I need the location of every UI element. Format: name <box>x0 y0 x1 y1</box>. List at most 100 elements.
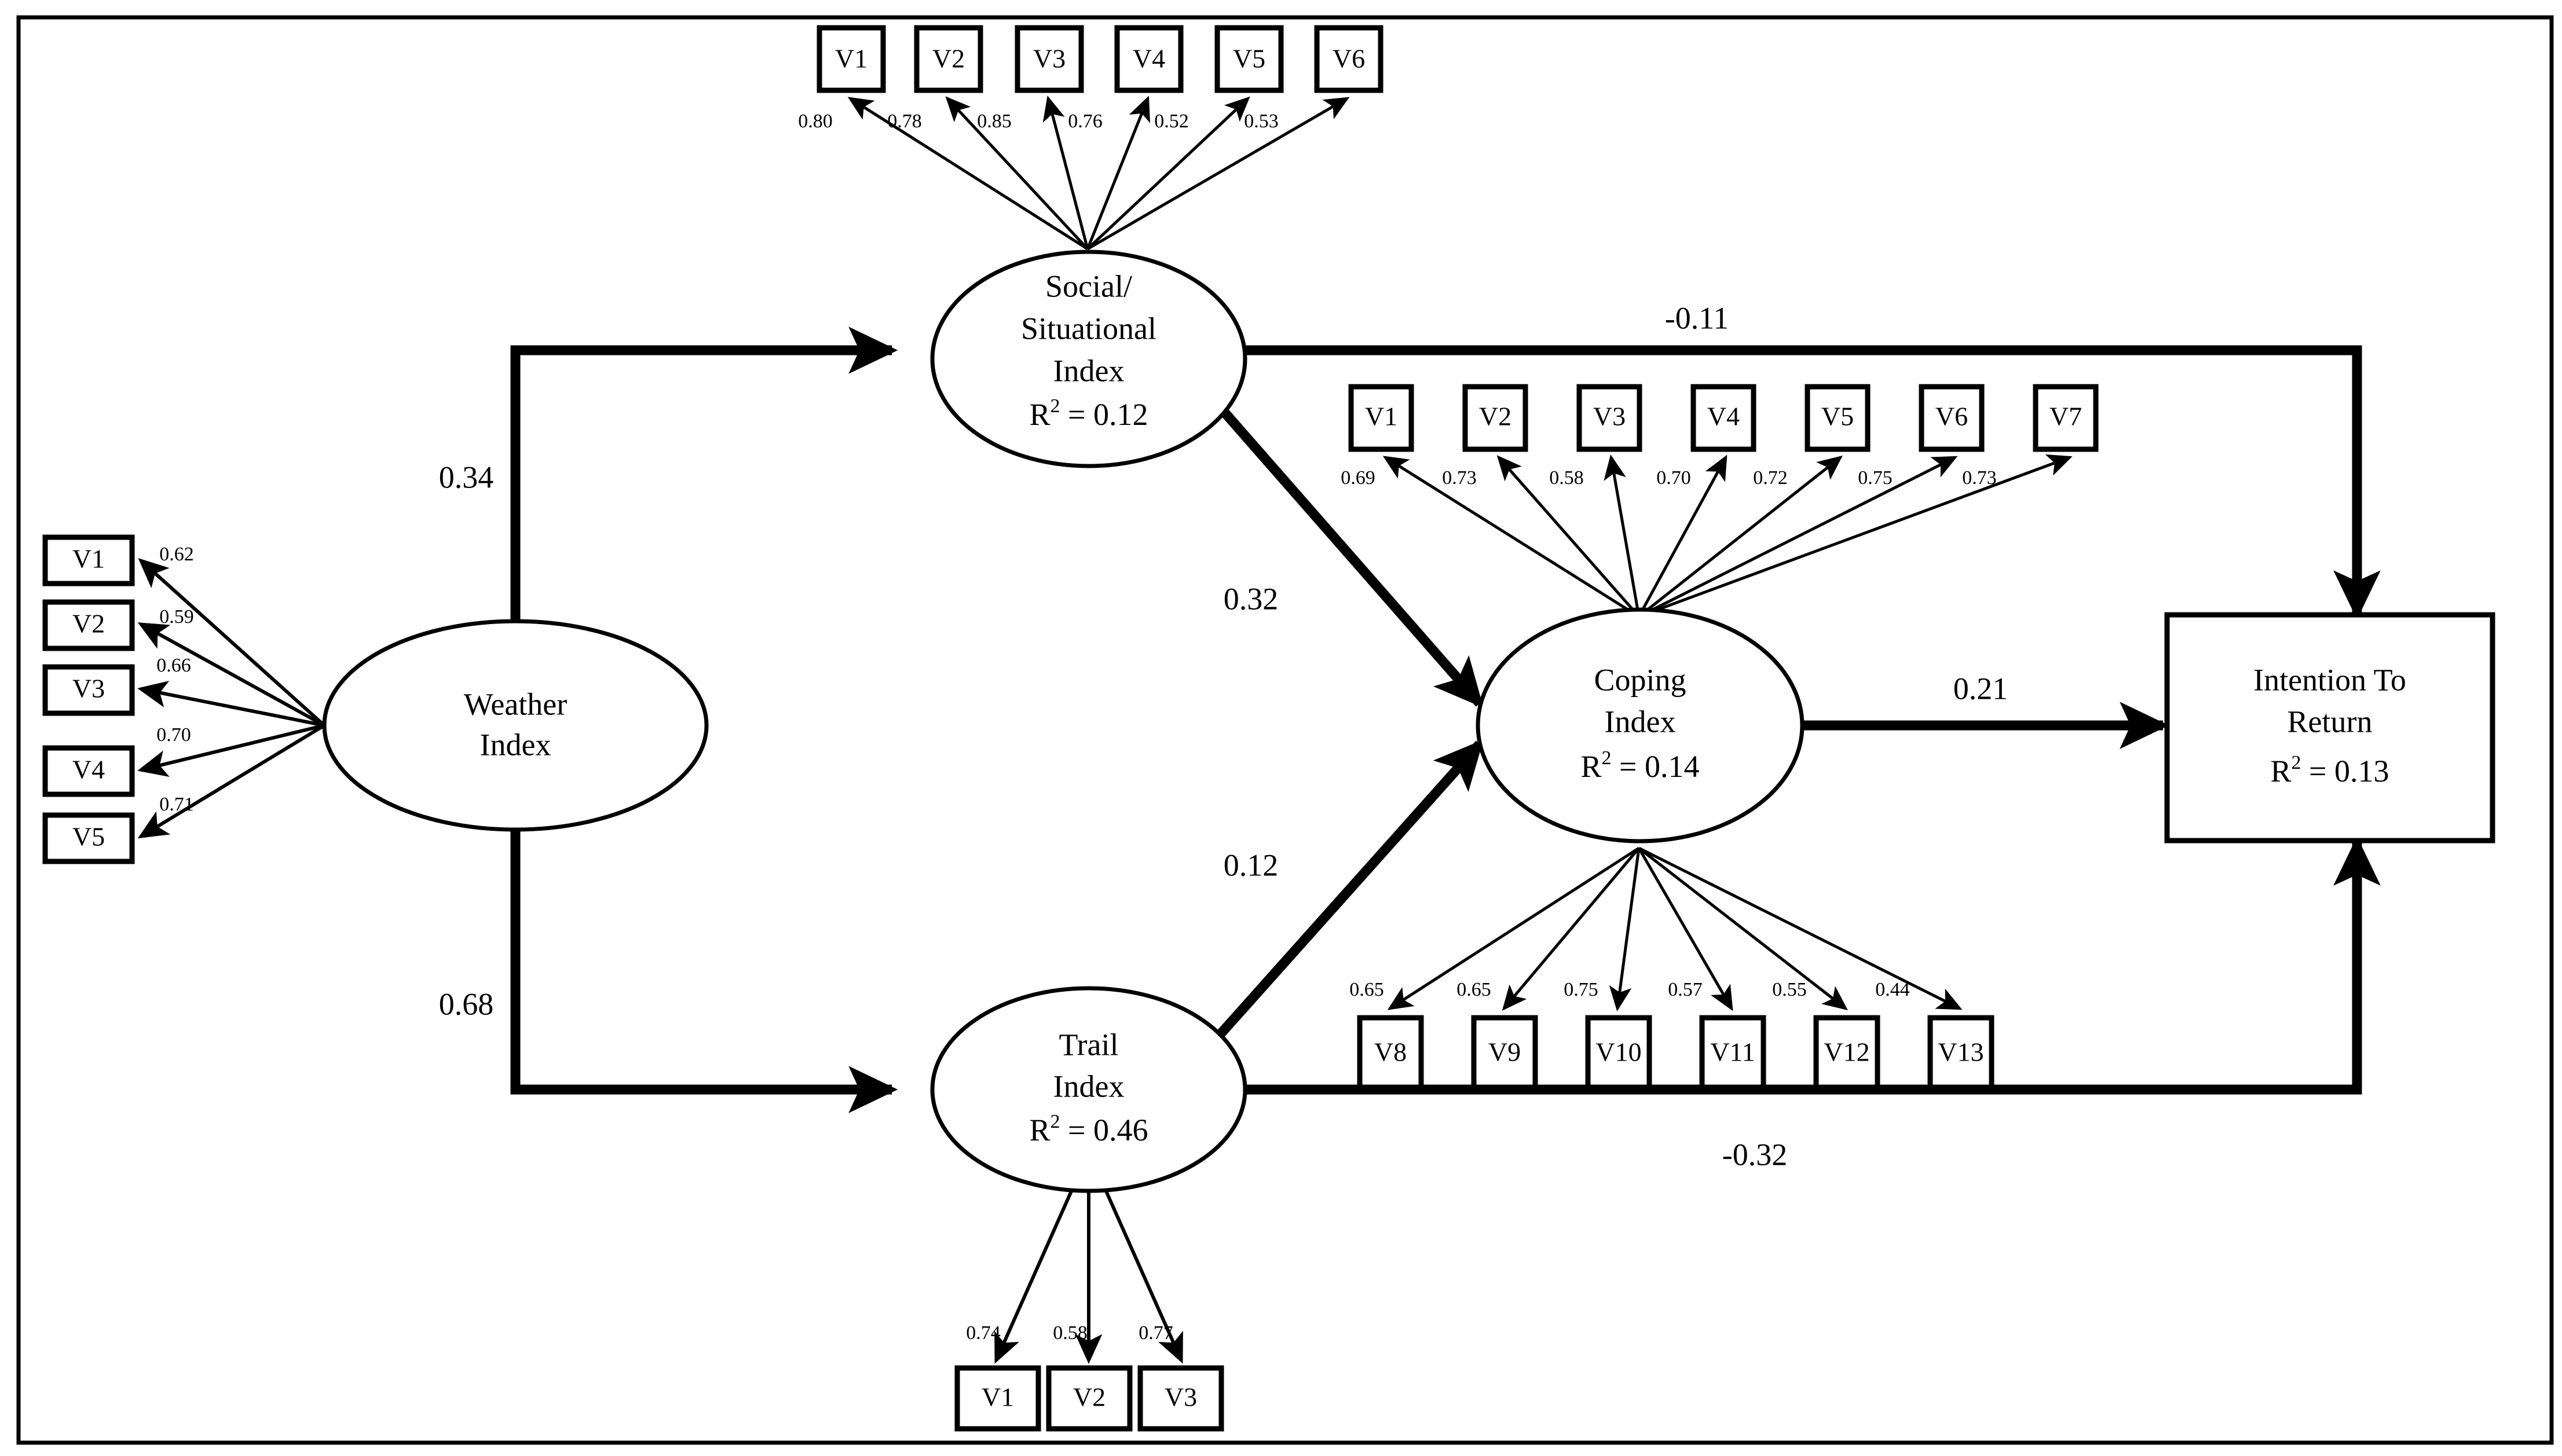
loading-label: 0.65 <box>1349 979 1384 1000</box>
indicator-label: V12 <box>1824 1037 1869 1067</box>
weather-loading-arrows <box>137 558 326 839</box>
indicator-box: V3 <box>42 664 135 716</box>
loading-label: 0.52 <box>1154 111 1189 132</box>
indicator-box: V6 <box>1919 384 1985 452</box>
indicator-label: V10 <box>1595 1037 1641 1067</box>
indicator-label: V2 <box>1073 1382 1106 1412</box>
path-coefficient-label: -0.11 <box>1665 300 1729 335</box>
indicator-box: V4 <box>42 745 135 797</box>
path-coefficient-label: 0.34 <box>439 460 494 494</box>
latent-r2: R2 = 0.46 <box>1030 1111 1148 1148</box>
loading-label: 0.75 <box>1564 979 1598 1000</box>
indicator-label: V8 <box>1374 1037 1407 1067</box>
indicator-label: V4 <box>72 755 105 784</box>
weather-indicator-boxes: V1 V2 V3 V4 V5 <box>42 534 135 864</box>
indicator-label: V3 <box>1165 1382 1197 1412</box>
outcome-r2: R2 = 0.13 <box>2271 752 2389 789</box>
indicator-label: V1 <box>982 1382 1014 1412</box>
path-trail-to-coping <box>1209 739 1484 1046</box>
loading-label: 0.58 <box>1549 467 1584 489</box>
latent-coping-index[interactable]: Coping Index R2 = 0.14 <box>1476 607 1805 843</box>
indicator-label: V2 <box>932 44 965 74</box>
indicator-box: V2 <box>42 599 135 651</box>
loading-label: 0.69 <box>1341 467 1375 489</box>
indicator-label: V3 <box>72 674 105 703</box>
indicator-box: V8 <box>1357 1015 1424 1090</box>
latent-label-line2: Situational <box>1021 311 1156 346</box>
loading-label: 0.71 <box>159 794 194 815</box>
indicator-box: V3 <box>1137 1365 1224 1432</box>
indicator-box: V5 <box>1805 384 1871 452</box>
path-social-to-coping <box>1209 396 1484 708</box>
path-coefficient-label: 0.32 <box>1224 581 1279 616</box>
indicator-box: V3 <box>1015 25 1084 93</box>
loading-label: 0.72 <box>1753 467 1788 489</box>
latent-r2: R2 = 0.14 <box>1581 747 1700 784</box>
indicator-label: V3 <box>1593 402 1626 431</box>
indicator-box: V1 <box>954 1365 1041 1432</box>
latent-social-situational-index[interactable]: Social/ Situational Index R2 = 0.12 <box>930 250 1247 468</box>
indicator-label: V5 <box>1233 44 1265 74</box>
latent-trail-index[interactable]: Trail Index R2 = 0.46 <box>930 986 1247 1193</box>
indicator-label: V7 <box>2049 402 2082 431</box>
loading-label: 0.74 <box>966 1322 1001 1344</box>
weather-loading-labels: 0.62 0.59 0.66 0.70 0.71 <box>156 544 194 815</box>
loading-label: 0.73 <box>1962 467 1997 489</box>
indicator-label: V11 <box>1710 1037 1755 1067</box>
loading-label: 0.59 <box>159 606 194 628</box>
indicator-box: V2 <box>914 25 983 93</box>
structural-path-labels: 0.34 0.68 0.32 0.12 0.21 -0.11 -0.32 <box>439 300 2008 1172</box>
coping-lower-indicator-boxes: V8 V9 V10 V11 V12 V13 <box>1357 1015 1994 1090</box>
loading-label: 0.75 <box>1858 467 1893 489</box>
indicator-label: V2 <box>1479 402 1511 431</box>
latent-label-line2: Index <box>480 727 551 762</box>
indicator-label: V6 <box>1935 402 1968 431</box>
indicator-box: V5 <box>1214 25 1284 93</box>
indicator-box: V1 <box>817 25 886 93</box>
indicator-box: V10 <box>1585 1015 1652 1090</box>
loading-label: 0.66 <box>156 655 191 676</box>
loading-label: 0.76 <box>1068 111 1103 132</box>
coping-lower-loading-labels: 0.65 0.65 0.75 0.57 0.55 0.44 <box>1349 979 1910 1000</box>
indicator-label: V13 <box>1938 1037 1983 1067</box>
indicator-label: V5 <box>1821 402 1854 431</box>
path-coefficient-label: 0.21 <box>1953 671 2008 706</box>
indicator-label: V1 <box>72 544 105 574</box>
latent-label-line3: Index <box>1053 353 1125 388</box>
latent-label-line2: Index <box>1605 704 1676 739</box>
loading-label: 0.77 <box>1139 1322 1173 1344</box>
path-social-to-intention <box>1216 345 2381 620</box>
latent-label-line2: Index <box>1053 1069 1125 1103</box>
indicator-label: V9 <box>1488 1037 1521 1067</box>
coping-upper-indicator-boxes: V1 V2 V3 V4 V5 V6 V7 <box>1348 384 2099 452</box>
latent-label-line1: Weather <box>464 687 568 721</box>
indicator-box: V11 <box>1699 1015 1766 1090</box>
indicator-label: V5 <box>72 822 105 852</box>
loading-label: 0.73 <box>1442 467 1477 489</box>
latent-r2: R2 = 0.12 <box>1030 395 1148 432</box>
indicator-label: V1 <box>1365 402 1397 431</box>
indicator-box: V9 <box>1471 1015 1538 1090</box>
indicator-box: V12 <box>1813 1015 1880 1090</box>
loading-label: 0.55 <box>1772 979 1807 1000</box>
outcome-intention-to-return[interactable]: Intention To Return R2 = 0.13 <box>2164 612 2495 843</box>
loading-label: 0.78 <box>887 111 922 132</box>
trail-indicator-boxes: V1 V2 V3 <box>954 1365 1224 1432</box>
latent-weather-index[interactable]: Weather Index <box>322 619 709 832</box>
loading-label: 0.70 <box>156 724 191 746</box>
latent-label-line1: Coping <box>1594 662 1686 697</box>
loading-label: 0.65 <box>1456 979 1491 1000</box>
indicator-label: V2 <box>72 609 105 639</box>
outcome-label-line2: Return <box>2288 704 2373 739</box>
indicator-box: V6 <box>1314 25 1384 93</box>
path-coefficient-label: 0.12 <box>1224 848 1279 882</box>
social-indicator-boxes: V1 V2 V3 V4 V5 V6 <box>817 25 1384 93</box>
loading-label: 0.62 <box>159 544 194 565</box>
indicator-label: V3 <box>1033 44 1066 74</box>
loading-label: 0.80 <box>798 111 833 132</box>
social-loading-arrows <box>847 96 1350 251</box>
loading-label: 0.58 <box>1053 1322 1088 1344</box>
indicator-box: V7 <box>2033 384 2099 452</box>
loading-label: 0.57 <box>1668 979 1703 1000</box>
